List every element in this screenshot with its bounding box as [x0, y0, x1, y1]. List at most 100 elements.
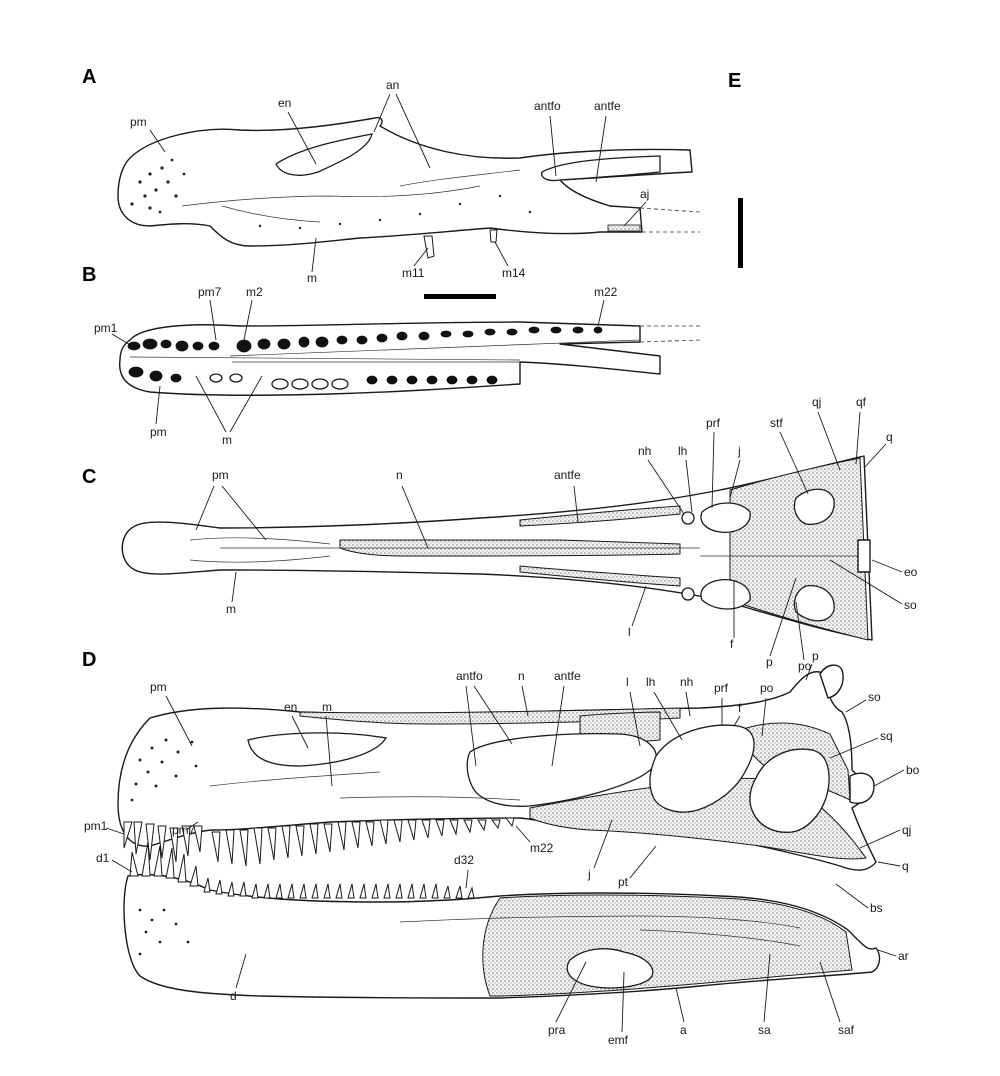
label-d-f: f: [738, 701, 742, 715]
label-a-m11: m11: [402, 266, 425, 280]
label-d-d: d: [230, 989, 237, 1003]
label-c-qj: qj: [812, 395, 821, 409]
label-c-f: f: [730, 637, 734, 651]
label-c-so: so: [904, 598, 917, 612]
label-d-en: en: [284, 700, 297, 714]
label-d-d32: d32: [454, 853, 474, 867]
label-d-po: po: [760, 681, 774, 695]
label-d-n: n: [518, 669, 525, 683]
label-b-pm7: pm7: [198, 285, 222, 299]
panel-d-letter: D: [82, 649, 96, 671]
label-c-eo: eo: [904, 565, 918, 579]
panel-d-skull-lateral: [117, 664, 881, 999]
label-b-m2: m2: [246, 285, 263, 299]
label-b-pm: pm: [150, 425, 167, 439]
label-c-p: p: [766, 655, 773, 669]
panel-a-letter: A: [82, 66, 96, 88]
label-d-d1: d1: [96, 851, 110, 865]
panel-e-letter: E: [728, 70, 741, 92]
label-c-prf: prf: [706, 416, 721, 430]
label-c-antfe: antfe: [554, 468, 581, 482]
scale-bar-e: [738, 198, 743, 268]
label-c-qf: qf: [856, 395, 867, 409]
label-b-m22: m22: [594, 285, 618, 299]
label-a-en: en: [278, 96, 291, 110]
label-d-ar: ar: [898, 949, 909, 963]
panel-c-antorbital-lower: [519, 565, 681, 587]
label-c-j: j: [737, 444, 741, 458]
label-d-antfo: antfo: [456, 669, 483, 683]
panel-d-lower-teeth: [129, 841, 475, 899]
panel-d-upper-teeth: [123, 817, 515, 867]
label-d-m: m: [322, 700, 332, 714]
label-d-bo: bo: [906, 763, 920, 777]
label-c-nh: nh: [638, 444, 651, 458]
panel-d-laterotemporal-fenestra: [749, 748, 830, 833]
label-c-lh: lh: [678, 444, 687, 458]
label-d-bs: bs: [870, 901, 883, 915]
panel-c-labels: C pm n antfe nh lh prf j stf qj qf q eo …: [82, 395, 918, 673]
label-a-m14: m14: [502, 266, 526, 280]
panel-a-labels: A pm en an antfo antfe aj m m11 m14: [82, 66, 649, 285]
label-d-p: p: [812, 649, 819, 663]
label-d-so: so: [868, 690, 881, 704]
label-d-pm7: pm7: [172, 823, 196, 837]
panel-a-snout-lateral: [117, 116, 701, 259]
label-c-n: n: [396, 468, 403, 482]
panel-d-occipital-condyle: [849, 772, 875, 804]
label-d-a: a: [680, 1023, 687, 1037]
scale-bar-b: [424, 294, 496, 299]
panel-d-orbit: [649, 724, 755, 813]
panel-c-skull-dorsal: [121, 455, 873, 641]
label-c-po: po: [798, 659, 812, 673]
panel-b-letter: B: [82, 264, 96, 286]
panel-a-tooth-m11: [423, 235, 435, 259]
label-d-q: q: [902, 859, 909, 873]
panel-c-antorbital-upper: [519, 505, 681, 527]
panel-a-external-naris: [275, 133, 373, 176]
label-a-m: m: [307, 271, 317, 285]
panel-b-alveoli-lower: [128, 366, 498, 390]
panel-d-external-mandibular-fenestra: [566, 948, 654, 989]
label-a-antfe: antfe: [594, 99, 621, 113]
label-a-an: an: [386, 78, 399, 92]
panel-b-alveoli-upper: [127, 326, 603, 353]
panel-c-stf-right: [793, 585, 835, 622]
label-c-stf: stf: [770, 416, 783, 430]
label-b-pm1: pm1: [94, 321, 118, 335]
panel-c-stf-left: [793, 488, 835, 525]
panel-c-orbit-left: [700, 502, 751, 533]
panel-d-external-naris: [247, 732, 388, 767]
label-d-lh: lh: [646, 675, 655, 689]
label-d-sq: sq: [880, 729, 893, 743]
label-d-prf: prf: [714, 681, 729, 695]
label-d-pt: pt: [618, 875, 629, 889]
label-d-pra: pra: [548, 1023, 566, 1037]
label-a-pm: pm: [130, 115, 147, 129]
label-d-j: j: [587, 867, 591, 881]
panel-d-labels: D pm en m antfo n antfe l lh nh prf f po…: [82, 649, 920, 1047]
label-d-sa: sa: [758, 1023, 771, 1037]
label-d-m22: m22: [530, 841, 554, 855]
panel-a-antorbital-fenestra: [541, 155, 661, 182]
panel-d-texture-dots: [130, 738, 198, 956]
label-d-l: l: [626, 675, 629, 689]
label-c-l: l: [628, 625, 631, 639]
label-c-q: q: [886, 430, 893, 444]
panel-d-antorbital-fenestra: [466, 732, 658, 807]
panel-c-orbit-right: [700, 579, 751, 610]
label-c-pm: pm: [212, 468, 229, 482]
panel-b-palatal: [119, 321, 701, 397]
panel-b-labels: B pm7 m2 m22 pm1 pm m: [82, 264, 618, 447]
panel-a-tooth-m14: [489, 229, 498, 243]
panel-a-snout-outline: [117, 116, 693, 247]
label-c-m: m: [226, 602, 236, 616]
label-d-antfe: antfe: [554, 669, 581, 683]
label-a-aj: aj: [640, 187, 649, 201]
label-d-qj: qj: [902, 823, 911, 837]
label-d-saf: saf: [838, 1023, 855, 1037]
label-d-emf: emf: [608, 1033, 629, 1047]
panel-e-scale-bar: E: [728, 70, 743, 268]
